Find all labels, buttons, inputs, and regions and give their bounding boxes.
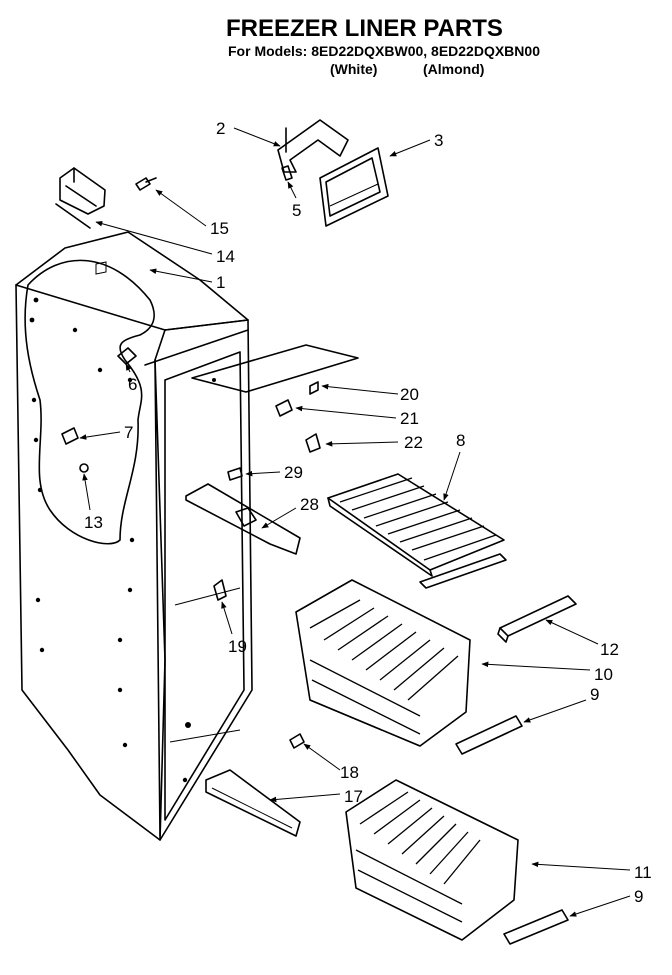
part-6-clip <box>117 347 137 365</box>
part-9-upper-trim <box>455 715 523 755</box>
callout-11: 11 <box>634 863 652 882</box>
part-28-shelf-support <box>185 483 301 555</box>
callout-18: 18 <box>340 763 359 782</box>
part-12-trim <box>497 595 577 643</box>
control-panel-plate <box>191 344 359 393</box>
part-29-screw <box>227 467 243 481</box>
color-white-label: (White) <box>330 61 377 77</box>
callout-9a: 9 <box>590 685 599 704</box>
callout-29: 29 <box>284 463 303 482</box>
part-9-lower-trim <box>503 909 569 945</box>
part-10-upper-basket <box>295 579 471 747</box>
part-8-wire-shelf <box>327 473 507 589</box>
freezer-liner-cabinet <box>15 231 253 841</box>
callout-22: 22 <box>404 433 423 452</box>
part-18-screw <box>289 733 305 749</box>
callout-19: 19 <box>228 637 247 656</box>
callout-6: 6 <box>128 375 137 394</box>
callout-3: 3 <box>434 131 443 150</box>
callout-5: 5 <box>292 201 301 220</box>
callout-9b: 9 <box>634 887 643 906</box>
part-15-screw <box>135 177 157 191</box>
part-21-clip <box>275 399 293 417</box>
part-20-grommet <box>309 381 319 395</box>
callout-7: 7 <box>124 423 133 442</box>
callout-28: 28 <box>300 495 319 514</box>
part-17-front-trim <box>205 769 301 837</box>
part-19-clip <box>213 579 227 601</box>
callout-21: 21 <box>400 409 419 428</box>
part-3-cover-tray <box>319 147 389 227</box>
part-13-screw <box>79 463 89 473</box>
callout-10: 10 <box>594 665 613 684</box>
leader-lines <box>79 127 631 917</box>
callout-1: 1 <box>216 273 225 292</box>
callout-14: 14 <box>216 247 235 266</box>
part-14-bracket <box>55 167 106 229</box>
callout-13: 13 <box>84 513 103 532</box>
callout-15: 15 <box>210 219 229 238</box>
callout-20: 20 <box>400 385 419 404</box>
diagram-title: FREEZER LINER PARTS <box>226 15 503 42</box>
part-2-hinge-bracket <box>277 119 349 173</box>
callout-17: 17 <box>344 787 363 806</box>
color-almond-label: (Almond) <box>423 61 484 77</box>
models-line: For Models: 8ED22DQXBW00, 8ED22DQXBN00 <box>228 43 540 59</box>
part-22-clip <box>305 433 321 453</box>
callout-8: 8 <box>456 431 465 450</box>
part-11-lower-basket <box>345 779 519 941</box>
part-5-screw <box>281 165 293 181</box>
part-7-clip <box>61 427 79 445</box>
callout-12: 12 <box>600 640 619 659</box>
callout-2: 2 <box>216 119 225 138</box>
